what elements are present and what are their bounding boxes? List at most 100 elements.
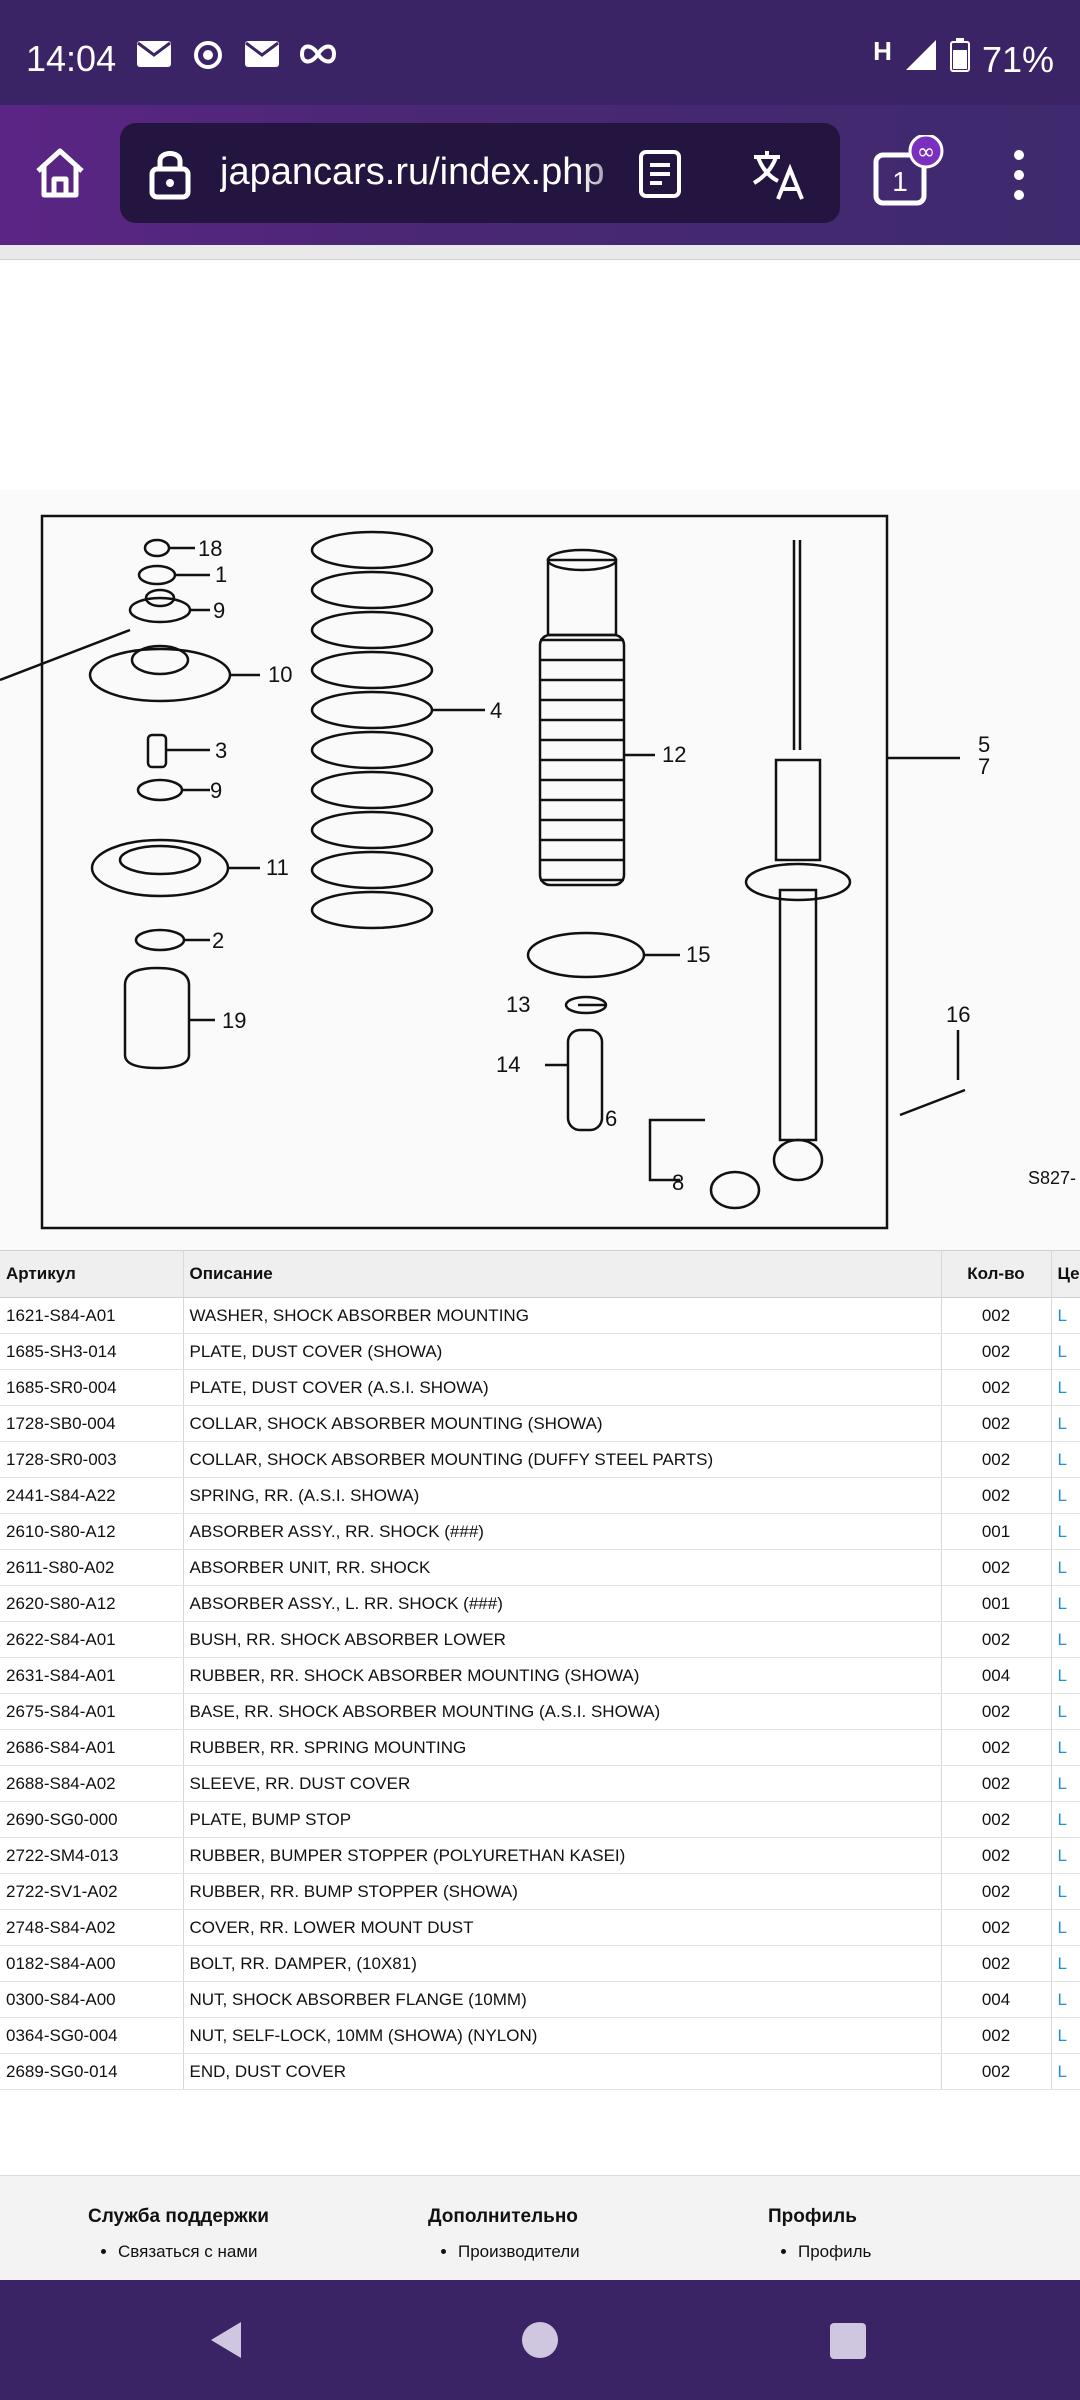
col-header-part[interactable]: Артикул [0,1250,184,1298]
part-quantity: 002 [941,1693,1052,1730]
callout-8: 8 [672,1170,684,1195]
status-right: H 71% [873,36,1054,81]
col-header-qty[interactable]: Кол-во [941,1250,1052,1298]
price-link[interactable]: L [1051,1765,1080,1802]
reader-mode-icon[interactable] [638,149,682,204]
callout-9: 9 [213,598,225,623]
price-link[interactable]: L [1051,1549,1080,1586]
url-bar[interactable]: japancars.ru/index.php [120,123,840,223]
price-link[interactable]: L [1051,1693,1080,1730]
callout-1: 1 [215,562,227,587]
home-icon[interactable] [30,143,90,208]
part-description: RUBBER, RR. BUMP STOPPER (SHOWA) [183,1873,942,1910]
exploded-view-diagram: 18 1 9 10 3 9 11 2 19 4 12 15 13 14 6 8 … [0,514,1076,1230]
home-nav-icon[interactable] [520,2320,560,2365]
price-link[interactable]: L [1051,1477,1080,1514]
callout-4: 4 [490,698,502,723]
lock-icon[interactable] [148,147,192,206]
footer-link-manufacturers[interactable]: Производители [458,2242,580,2262]
parts-diagram: 18 1 9 10 3 9 11 2 19 4 12 15 13 14 6 8 … [0,490,1080,1250]
callout-9b: 9 [210,778,222,803]
callout-5: 5 [978,732,990,757]
price-link[interactable]: L [1051,2017,1080,2054]
part-quantity: 002 [941,1369,1052,1406]
part-quantity: 002 [941,1801,1052,1838]
price-link[interactable]: L [1051,1333,1080,1370]
price-link[interactable]: L [1051,1837,1080,1874]
part-quantity: 004 [941,1657,1052,1694]
price-link[interactable]: L [1051,1945,1080,1982]
callout-11: 11 [266,855,289,880]
part-description: ABSORBER ASSY., L. RR. SHOCK (###) [183,1585,942,1622]
back-icon[interactable] [205,2318,249,2367]
more-menu-icon[interactable] [1005,147,1033,208]
price-link[interactable]: L [1051,1801,1080,1838]
price-link[interactable]: L [1051,1297,1080,1334]
footer-additional: Дополнительно Производители [428,2206,580,2272]
price-link[interactable]: L [1051,1405,1080,1442]
tabs-button[interactable]: 1 ∞ [870,133,950,220]
part-description: RUBBER, RR. SPRING MOUNTING [183,1729,942,1766]
price-link[interactable]: L [1051,1981,1080,2018]
part-description: BUSH, RR. SHOCK ABSORBER LOWER [183,1621,942,1658]
footer-link-contact[interactable]: Связаться с нами [118,2242,269,2262]
callout-2: 2 [212,928,224,953]
part-description: RUBBER, RR. SHOCK ABSORBER MOUNTING (SHO… [183,1657,942,1694]
col-header-price[interactable]: Це [1051,1250,1080,1298]
col-header-description[interactable]: Описание [183,1250,942,1298]
price-link[interactable]: L [1051,1513,1080,1550]
url-text[interactable]: japancars.ru/index.php [220,151,605,193]
translate-icon[interactable] [750,147,806,208]
part-description: RUBBER, BUMPER STOPPER (POLYURETHAN KASE… [183,1837,942,1874]
system-nav-bar [0,2280,1080,2400]
price-link[interactable]: L [1051,1657,1080,1694]
part-number: 2690-SG0-000 [0,1801,184,1838]
price-link[interactable]: L [1051,1909,1080,1946]
price-link[interactable]: L [1051,1729,1080,1766]
callout-16: 16 [946,1002,970,1027]
part-quantity: 002 [941,2053,1052,2090]
part-description: COLLAR, SHOCK ABSORBER MOUNTING (SHOWA) [183,1405,942,1442]
price-link[interactable]: L [1051,1441,1080,1478]
footer-profile-title: Профиль [768,2206,857,2227]
part-number: 2620-S80-A12 [0,1585,184,1622]
price-link[interactable]: L [1051,2053,1080,2090]
part-number: 1728-SB0-004 [0,1405,184,1442]
price-link[interactable]: L [1051,1369,1080,1406]
part-quantity: 002 [941,1909,1052,1946]
price-link[interactable]: L [1051,1621,1080,1658]
status-time: 14:04 [26,38,117,79]
recents-icon[interactable] [828,2321,868,2366]
price-link[interactable]: L [1051,1585,1080,1622]
price-link[interactable]: L [1051,1873,1080,1910]
part-quantity: 002 [941,1873,1052,1910]
part-number: 2631-S84-A01 [0,1657,184,1694]
part-description: NUT, SELF-LOCK, 10MM (SHOWA) (NYLON) [183,2017,942,2054]
url-fade [580,143,640,203]
part-description: BOLT, RR. DAMPER, (10X81) [183,1945,942,1982]
footer-link-profile[interactable]: Профиль [798,2242,871,2262]
footer-profile: Профиль Профиль [768,2206,871,2272]
